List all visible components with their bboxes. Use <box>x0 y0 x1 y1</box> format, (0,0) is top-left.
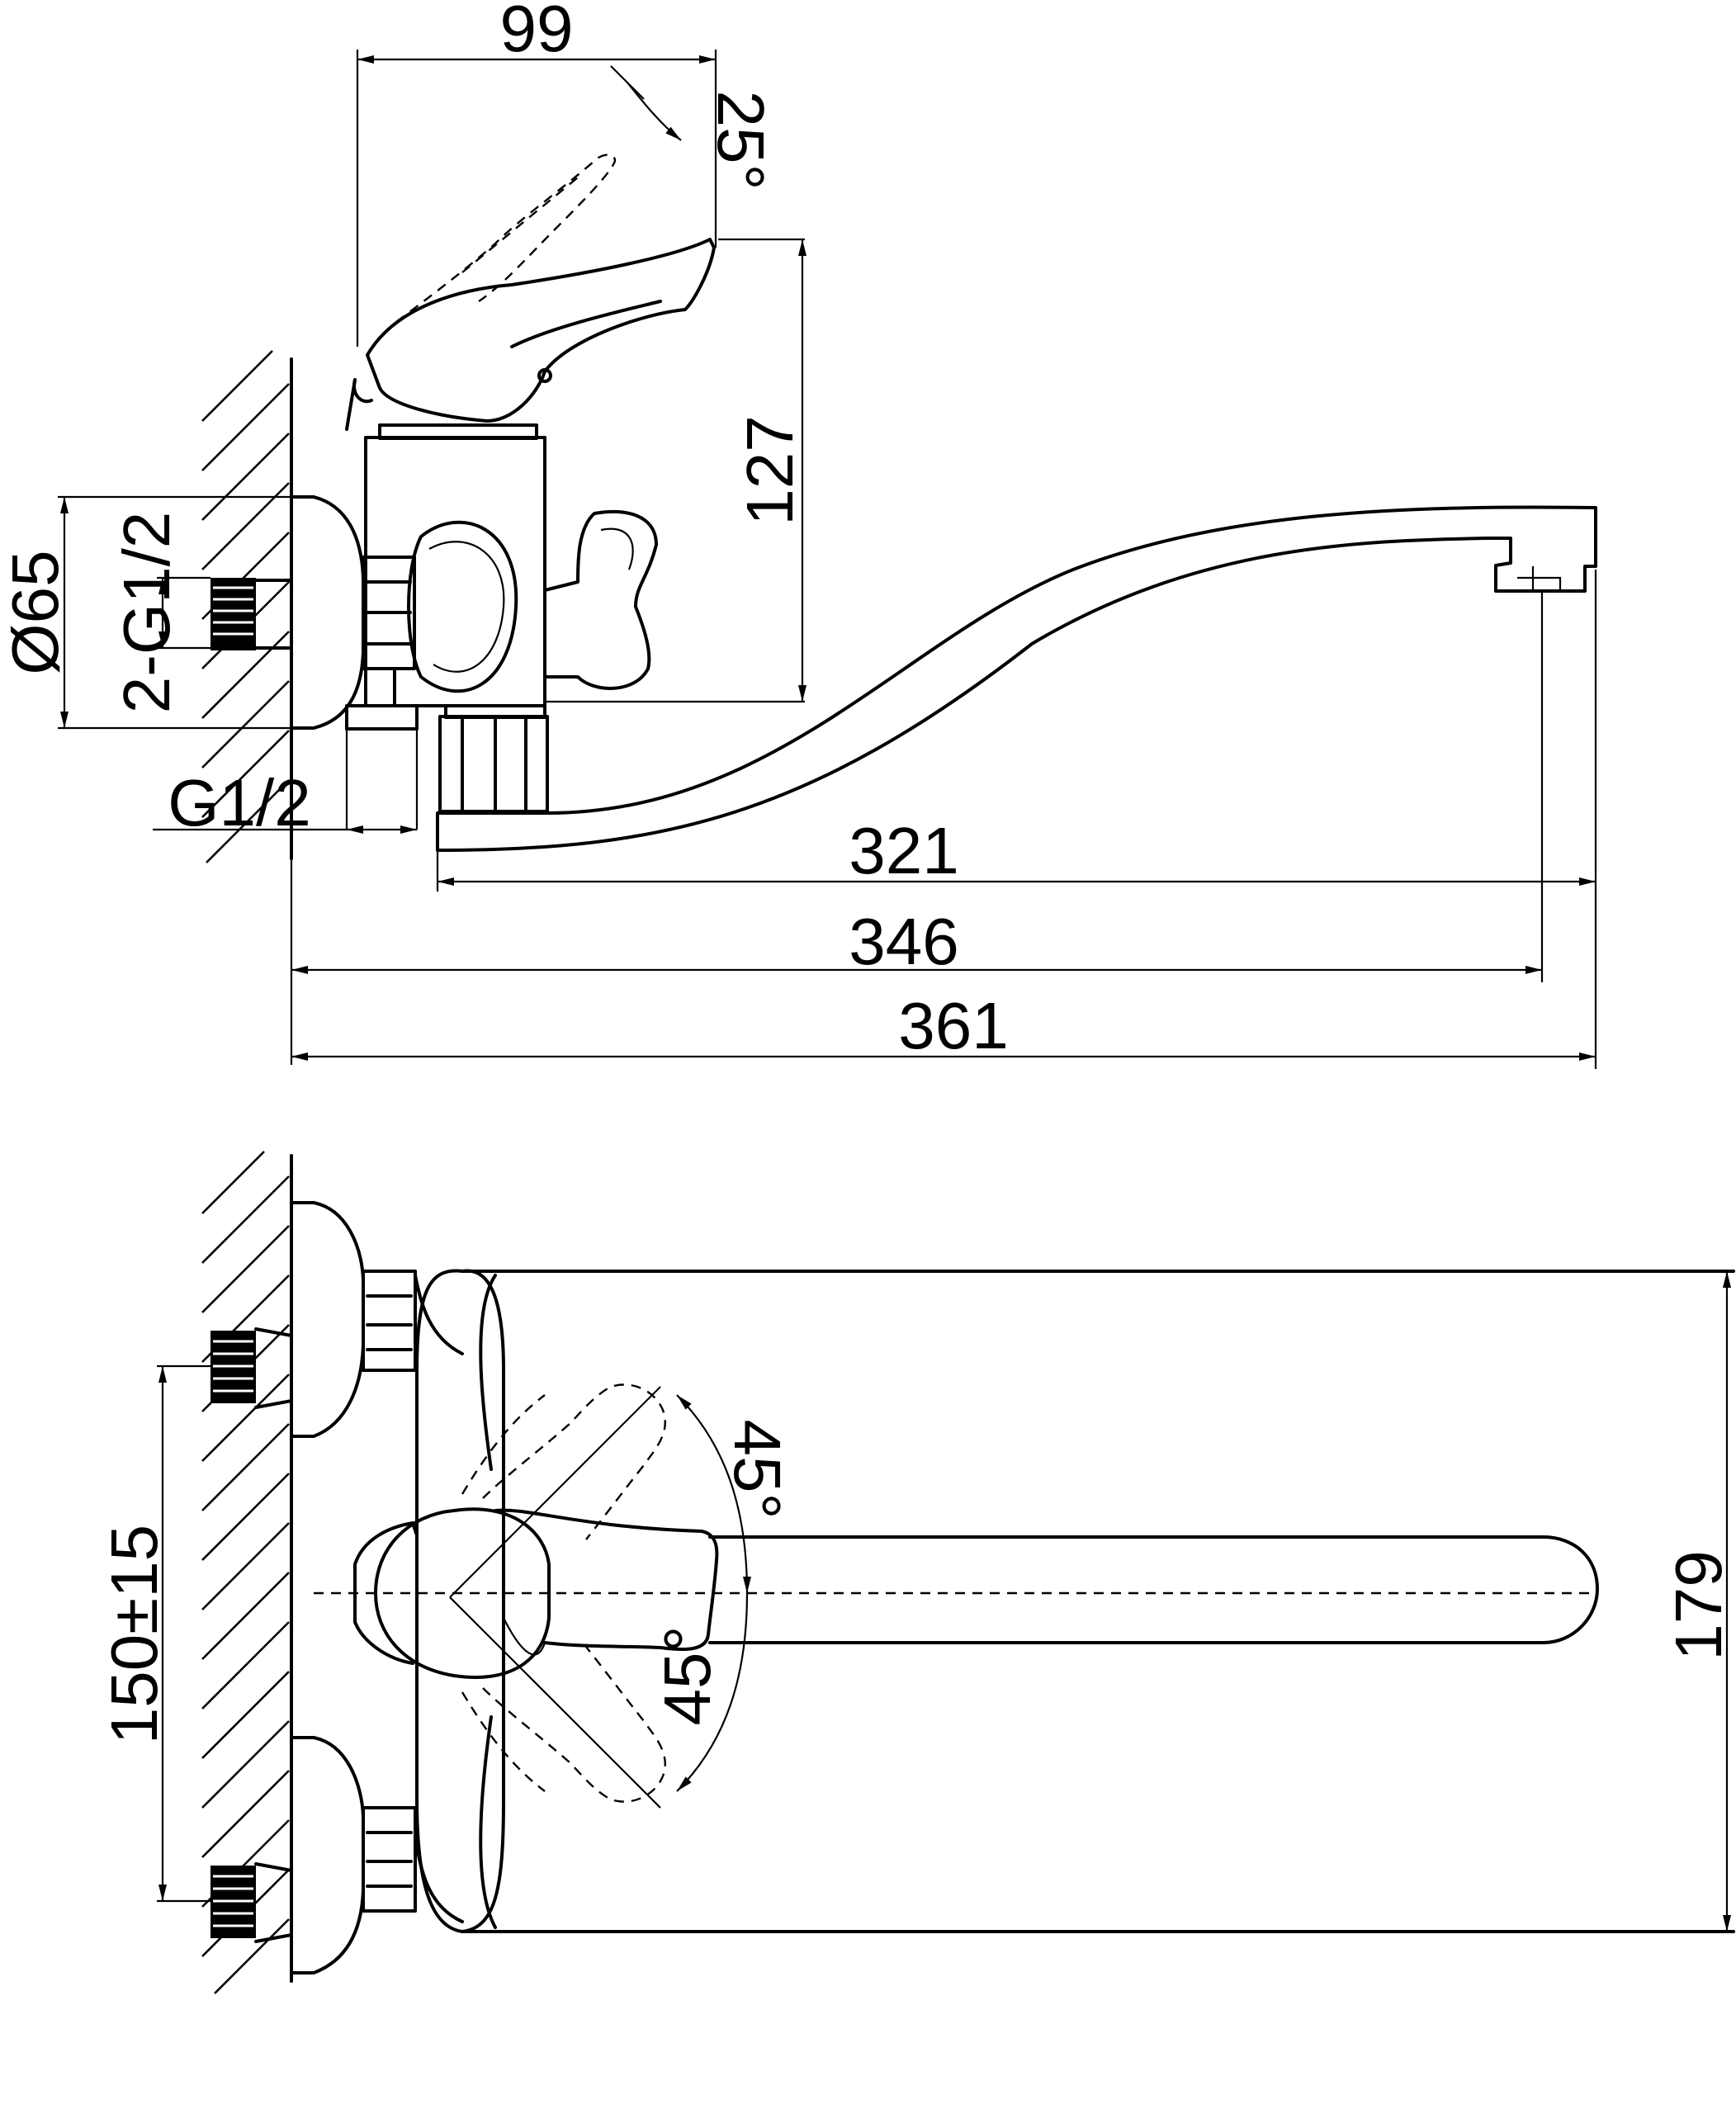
top-view: 45° 45° 150±15 179 <box>97 1151 1735 1994</box>
dim-total-length: 361 <box>898 989 1008 1062</box>
dim-angle-lower: 45° <box>650 1626 724 1726</box>
spout <box>436 505 1597 852</box>
dim-handle-width: 99 <box>500 0 574 65</box>
extension-lines <box>58 50 1597 1069</box>
dim-center-distance: 150±15 <box>97 1525 171 1744</box>
dim-inlet-thread: 2-G1/2 <box>110 512 183 714</box>
lever-handle <box>345 154 716 431</box>
union-nut <box>345 556 419 731</box>
lower-inlet-pipe <box>210 1736 417 1974</box>
angle-arcs <box>676 1394 751 1792</box>
side-view: 99 25° 127 Ø65 2-G1/2 G1/2 321 346 361 <box>0 0 1597 1069</box>
dimension-lines <box>60 55 1596 1061</box>
mixer-body <box>364 423 658 707</box>
dim-reach-to-outlet: 346 <box>849 905 958 978</box>
dim-flange-diameter: Ø65 <box>0 550 72 674</box>
dim-height: 127 <box>733 415 807 525</box>
spout-collar <box>438 704 549 813</box>
dim-angle-upper: 45° <box>721 1420 794 1520</box>
dim-outlet-thread: G1/2 <box>168 766 310 839</box>
mixer-body-top <box>414 1269 1735 1933</box>
dim-handle-angle: 25° <box>704 91 778 191</box>
wall-flange <box>290 495 365 730</box>
spout-top <box>314 1535 1599 1644</box>
lever-rotated-dashed <box>449 1383 666 1809</box>
dim-spout-length: 321 <box>849 814 958 887</box>
dim-width: 179 <box>1662 1550 1735 1660</box>
lever-handle-top <box>353 1507 719 1679</box>
upper-inlet-pipe <box>210 1201 417 1438</box>
inlet-pipe <box>210 578 293 650</box>
top-dimension-lines <box>157 1271 1731 1932</box>
